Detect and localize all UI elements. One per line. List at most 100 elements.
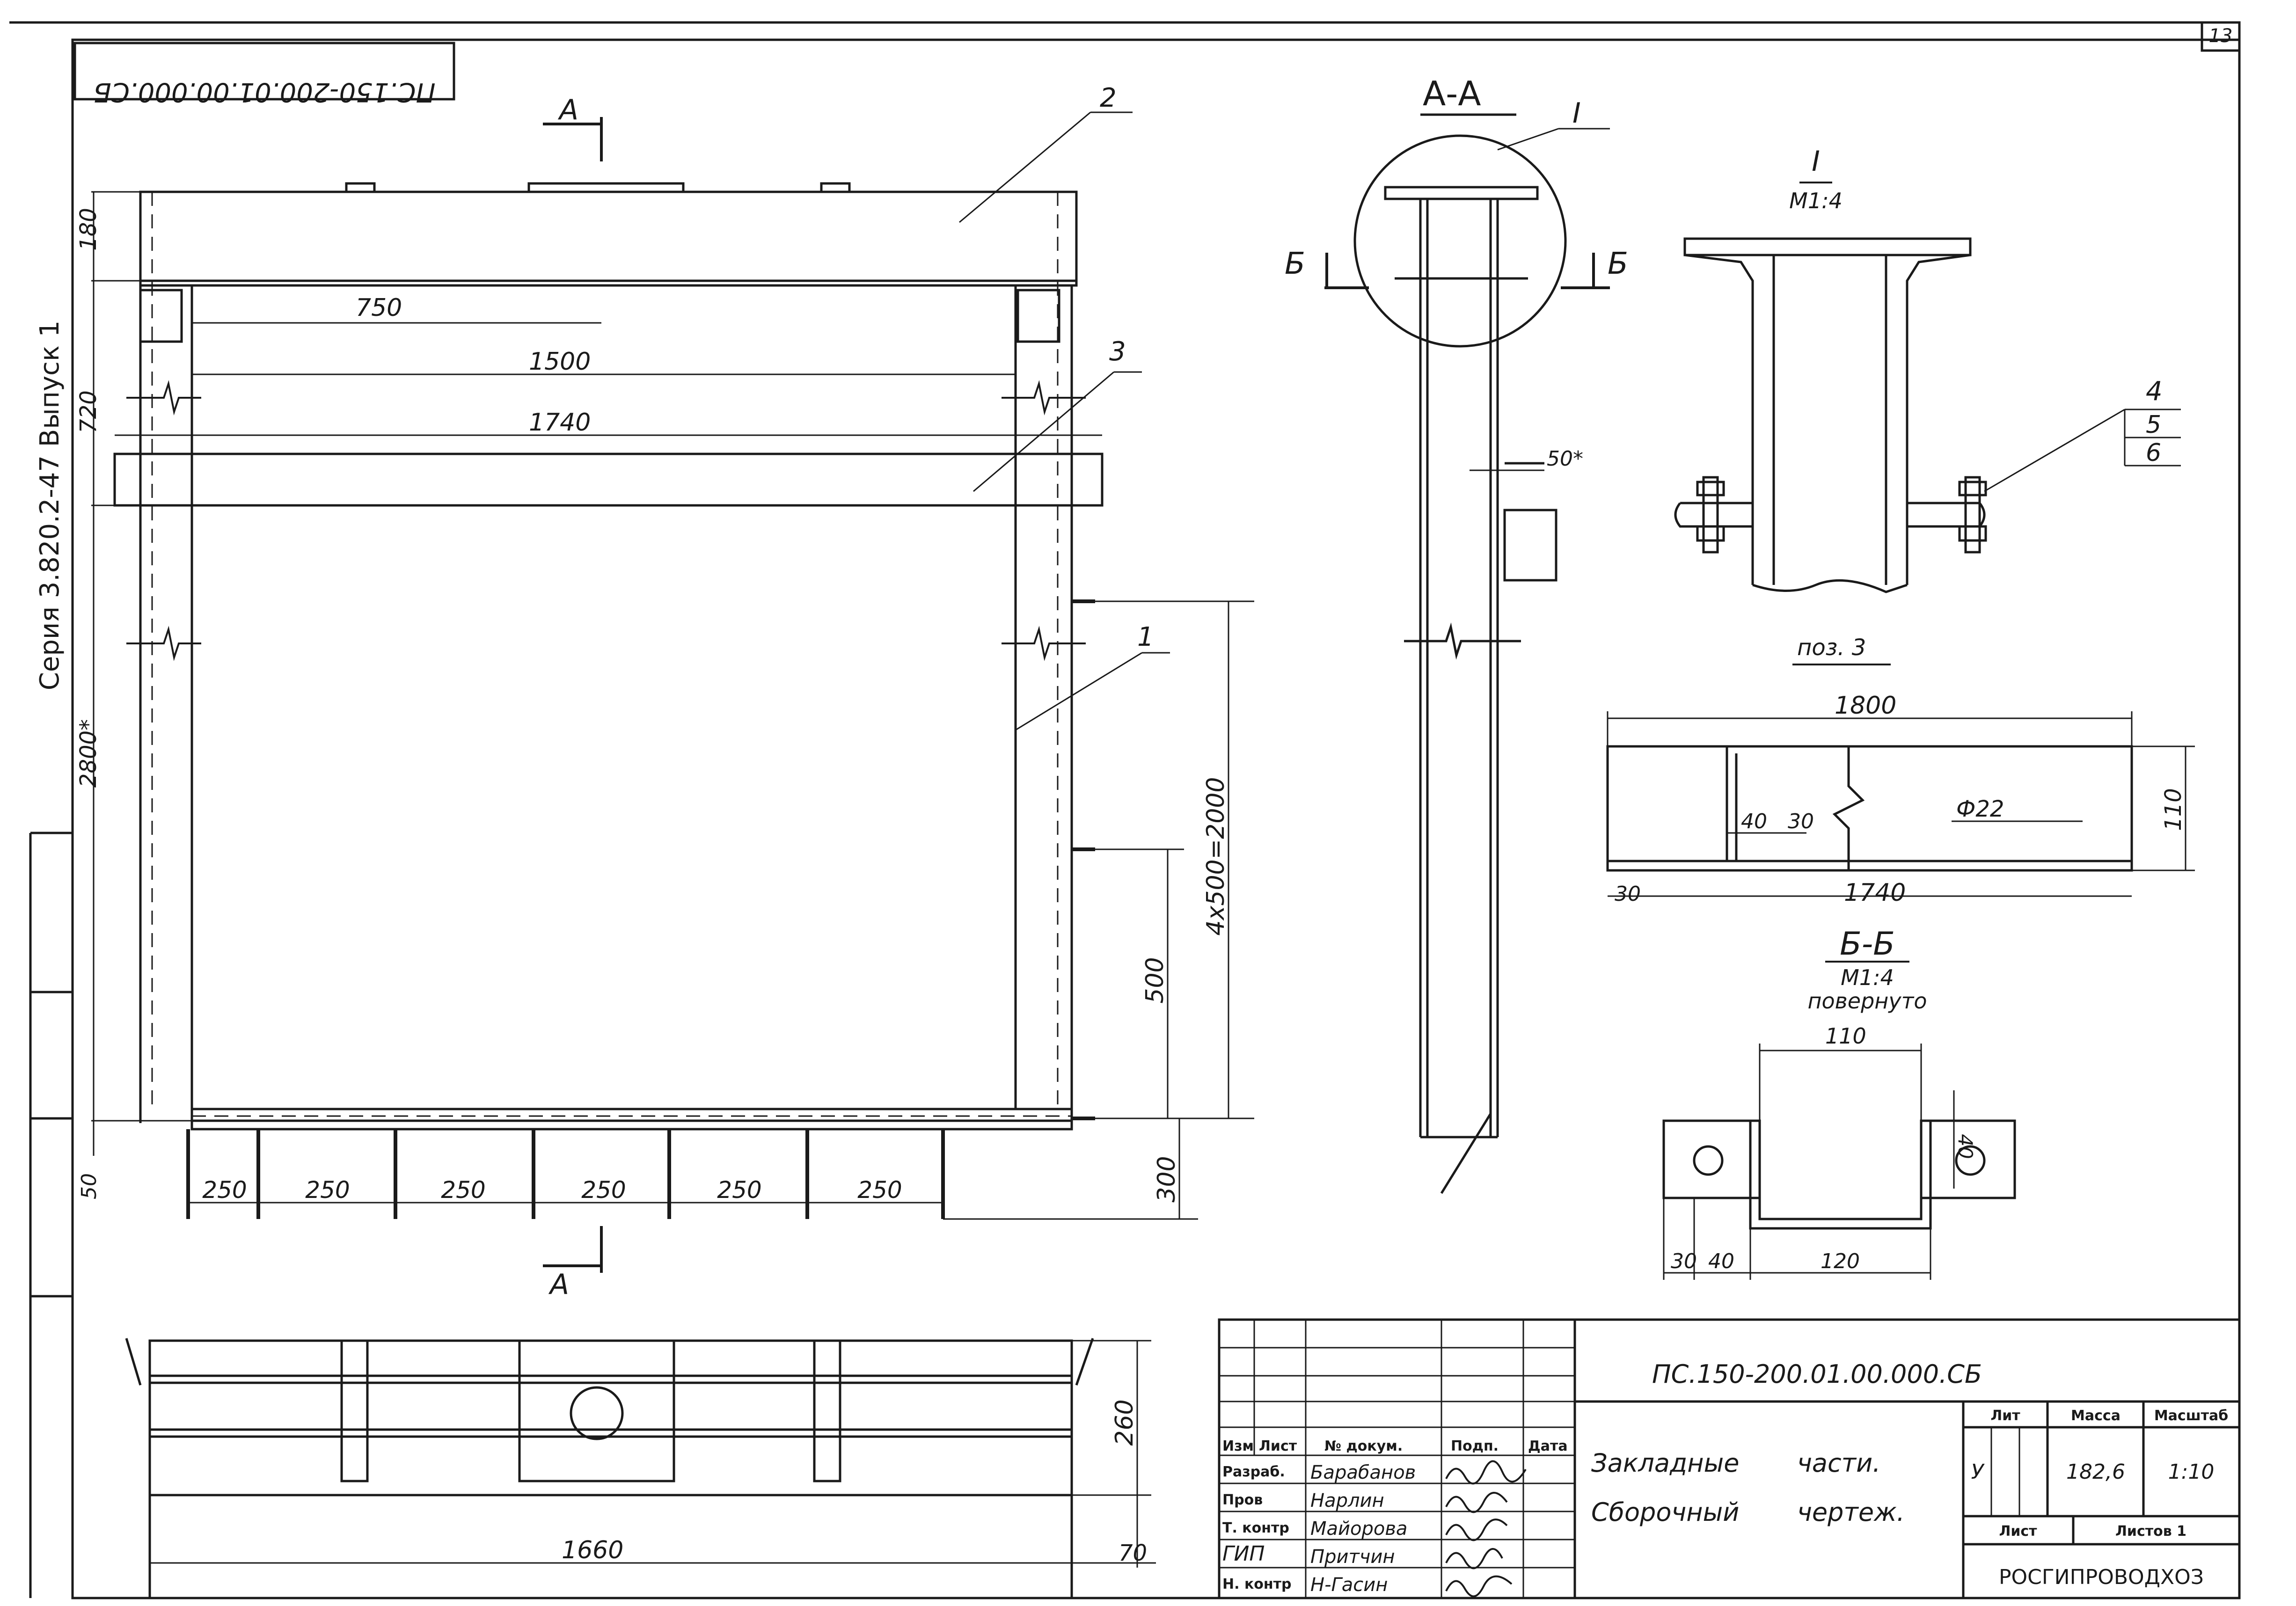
top-beam-pos2 (139, 190, 1078, 282)
part-5: 5 (2146, 411, 2161, 439)
role-razrab: Разраб. (1222, 1464, 1285, 1480)
dim-spacing-3: 250 (441, 1176, 485, 1204)
dim-720: 720 (75, 390, 102, 433)
name-gip: Притчин (1310, 1546, 1395, 1568)
callout-i: I (1572, 97, 1581, 130)
dim-50-star: 50* (1547, 447, 1583, 471)
name-razrab: Барабанов (1310, 1462, 1416, 1483)
signature-gip (1445, 1548, 1503, 1570)
part-4: 4 (2146, 376, 2163, 407)
signature-razrab (1445, 1460, 1527, 1485)
section-bb-title: Б-Б (1840, 926, 1895, 963)
dim-1500: 1500 (529, 348, 591, 376)
leader-label-3: 3 (1109, 336, 1126, 367)
dim-70: 70 (1119, 1540, 1147, 1566)
dim-500: 500 (1141, 957, 1169, 1003)
mass-header: Масса (2071, 1408, 2121, 1424)
dim-spacing-6: 250 (857, 1176, 902, 1204)
dim-30b: 30 (1615, 882, 1641, 906)
page-number: 13 (2209, 25, 2233, 47)
section-bb: Б-Б М1:4 повернуто 110 40 30 40 120 (1662, 926, 2016, 1280)
name-prov: Нарлин (1310, 1490, 1384, 1511)
dim-750: 750 (356, 294, 402, 322)
section-mark-a-bottom: А (548, 1268, 569, 1301)
org-name: РОСГИПРОВОДХОЗ (1999, 1565, 2204, 1589)
title-code: ПС.150-200.01.00.000.СБ (1652, 1359, 1982, 1389)
signature-prov (1445, 1492, 1508, 1513)
dim-1740-pos3: 1740 (1844, 879, 1906, 907)
pos3-detail: поз. 3 1800 1740 110 40 30 30 Ф22 (1606, 635, 2195, 907)
sheets-label: Листов 1 (2115, 1523, 2186, 1540)
leader-label-1: 1 (1137, 622, 1154, 652)
section-aa-title: А-А (1423, 74, 1481, 113)
role-gip: ГИП (1222, 1542, 1265, 1566)
signature-tkontr (1445, 1518, 1508, 1541)
title-line1b: части. (1797, 1448, 1880, 1478)
scale-header: Масштаб (2154, 1408, 2228, 1424)
hdr-list: Лист (1259, 1438, 1297, 1454)
dim-110: 110 (2160, 788, 2186, 831)
title-line2b: чертеж. (1797, 1497, 1905, 1527)
name-tkontr: Майорова (1310, 1518, 1407, 1540)
title-block: ПС.150-200.01.00.000.СБ Изм Лист № докум… (1218, 1318, 2241, 1599)
crossbar-pos3 (113, 453, 1104, 507)
dim-spacing-1: 250 (202, 1176, 247, 1204)
dim-30a: 30 (1788, 810, 1814, 833)
dim-180: 180 (75, 208, 102, 251)
cut-mark-b-right: Б (1608, 247, 1628, 281)
cut-mark-b-left: Б (1285, 247, 1305, 281)
section-aa: А-А Б Б I 50* (1285, 74, 1628, 1194)
detail-i: I М1:4 4 5 6 (1674, 145, 2181, 593)
dim-40-bb: 40 (1708, 1249, 1734, 1273)
detail-i-title: I (1812, 145, 1820, 178)
dim-260: 260 (1111, 1399, 1139, 1445)
dim-1740: 1740 (529, 409, 591, 437)
mirrored-drawing-code: ПС.150-200.01.00.000.СБ (93, 77, 435, 107)
signature-nkontr (1445, 1575, 1513, 1598)
front-view: А А 2 3 1 750 (75, 83, 1254, 1301)
section-bb-scale: М1:4 (1841, 965, 1894, 990)
lit-value: У (1971, 1460, 1985, 1484)
bottom-beam (190, 1108, 1073, 1122)
hdr-izm: Изм (1222, 1438, 1254, 1454)
dim-120-bb: 120 (1821, 1249, 1860, 1273)
page-number-box (2201, 21, 2241, 52)
dim-4x500: 4x500=2000 (1202, 777, 1230, 935)
lit-header: Лит (1990, 1408, 2020, 1424)
dim-300: 300 (1153, 1156, 1181, 1202)
dim-spacing-5: 250 (717, 1176, 761, 1204)
sheet-label: Лист (1999, 1523, 2037, 1540)
hdr-sign: Подп. (1451, 1438, 1499, 1454)
series-label: Серия 3.820.2-47 Выпуск 1 (35, 321, 65, 690)
part-6: 6 (2146, 439, 2161, 467)
name-nkontr: Н-Гасин (1310, 1574, 1388, 1596)
detail-i-scale: М1:4 (1789, 188, 1843, 213)
role-tkontr: Т. контр (1222, 1520, 1289, 1536)
dim-40: 40 (1741, 810, 1767, 833)
scale-value: 1:10 (2168, 1460, 2215, 1484)
section-mark-a-top: А (557, 94, 578, 126)
dim-40-bb-v: 40 (1954, 1134, 1977, 1159)
pos3-title: поз. 3 (1797, 635, 1866, 661)
dim-1800: 1800 (1835, 692, 1896, 720)
dim-spacing-2: 250 (305, 1176, 350, 1204)
dim-1660: 1660 (562, 1536, 623, 1564)
title-line2a: Сборочный (1591, 1497, 1739, 1527)
dim-110-bb: 110 (1825, 1023, 1866, 1049)
hdr-date: Дата (1528, 1438, 1568, 1454)
section-bb-note: повернуто (1807, 988, 1927, 1014)
hole-phi22: Ф22 (1956, 796, 2004, 822)
dim-30-bb: 30 (1671, 1249, 1697, 1273)
title-line1a: Закладные (1591, 1448, 1739, 1478)
role-prov: Пров (1222, 1492, 1263, 1508)
hdr-doc: № докум. (1324, 1438, 1403, 1454)
mass-value: 182,6 (2066, 1460, 2125, 1484)
sheet-frame (71, 38, 2241, 1599)
dim-2800: 2800* (75, 719, 102, 788)
dim-50: 50 (77, 1173, 101, 1199)
leader-label-2: 2 (1100, 83, 1117, 113)
role-nkontr: Н. контр (1222, 1576, 1292, 1592)
dim-spacing-4: 250 (581, 1176, 626, 1204)
plan-view: 1660 260 70 (125, 1338, 1156, 1598)
